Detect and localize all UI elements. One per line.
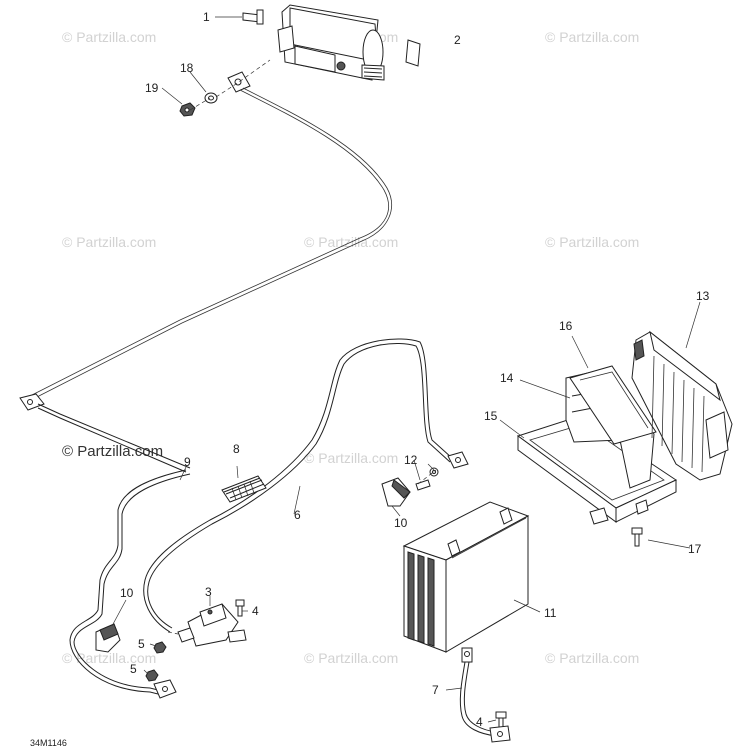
watermark-prominent: © Partzilla.com (62, 443, 163, 460)
assembly-dashed-lines (167, 59, 437, 635)
watermark: © Partzilla.com (545, 29, 639, 45)
part-protective-sleeve-8 (221, 475, 267, 503)
callout-19: 19 (145, 81, 159, 95)
part-battery-cover-13 (631, 330, 733, 481)
part-nut-5 (153, 641, 167, 654)
part-terminal-boot-10 (381, 477, 411, 507)
leader-lines (111, 16, 701, 723)
callouts: 1 2 3 4 4 5 5 6 7 8 9 10 10 11 12 13 14 … (120, 10, 710, 729)
part-battery-cable-7 (459, 647, 511, 743)
callout-2: 2 (454, 33, 461, 47)
part-screw-1 (242, 9, 264, 25)
part-strap-16 (569, 365, 657, 445)
callout-7: 7 (432, 683, 439, 697)
part-terminal-boot-10b (95, 623, 121, 653)
part-battery-11 (402, 501, 530, 653)
callout-6: 6 (294, 508, 301, 522)
callout-15: 15 (484, 409, 498, 423)
part-nut-19 (179, 102, 196, 117)
part-starter-cable (19, 87, 392, 473)
part-cable-terminal-starter (227, 71, 251, 93)
callout-8: 8 (233, 442, 240, 456)
callout-14: 14 (500, 371, 514, 385)
part-nut-5b (145, 669, 159, 682)
watermark: © Partzilla.com (304, 650, 398, 666)
callout-1: 1 (203, 10, 210, 24)
part-screw-17 (631, 527, 643, 547)
part-screw-12 (415, 467, 439, 491)
part-washer-18 (204, 92, 218, 104)
callout-4b: 4 (476, 715, 483, 729)
part-screw-4 (235, 599, 245, 617)
callout-3: 3 (205, 585, 212, 599)
watermark: © Partzilla.com (62, 234, 156, 250)
reference-code: 34M1146 (30, 738, 67, 748)
callout-10b: 10 (394, 516, 408, 530)
part-positive-cable-6 (143, 338, 469, 633)
watermark: © Partzilla.com (304, 450, 398, 466)
callout-13: 13 (696, 289, 710, 303)
part-starter-motor (277, 4, 421, 81)
watermark: © Partzilla.com (545, 234, 639, 250)
callout-10: 10 (120, 586, 134, 600)
callout-4: 4 (252, 604, 259, 618)
callout-16: 16 (559, 319, 573, 333)
watermark: © Partzilla.com (62, 29, 156, 45)
callout-9: 9 (184, 455, 191, 469)
callout-12: 12 (404, 453, 418, 467)
part-negative-cable-9 (69, 469, 191, 699)
part-starter-solenoid-3 (177, 603, 247, 647)
callout-17: 17 (688, 542, 702, 556)
callout-5: 5 (138, 637, 145, 651)
callout-5b: 5 (130, 662, 137, 676)
watermark: © Partzilla.com (545, 650, 639, 666)
callout-11: 11 (544, 606, 557, 620)
callout-18: 18 (180, 61, 194, 75)
watermark: © Partzilla.com (62, 650, 156, 666)
